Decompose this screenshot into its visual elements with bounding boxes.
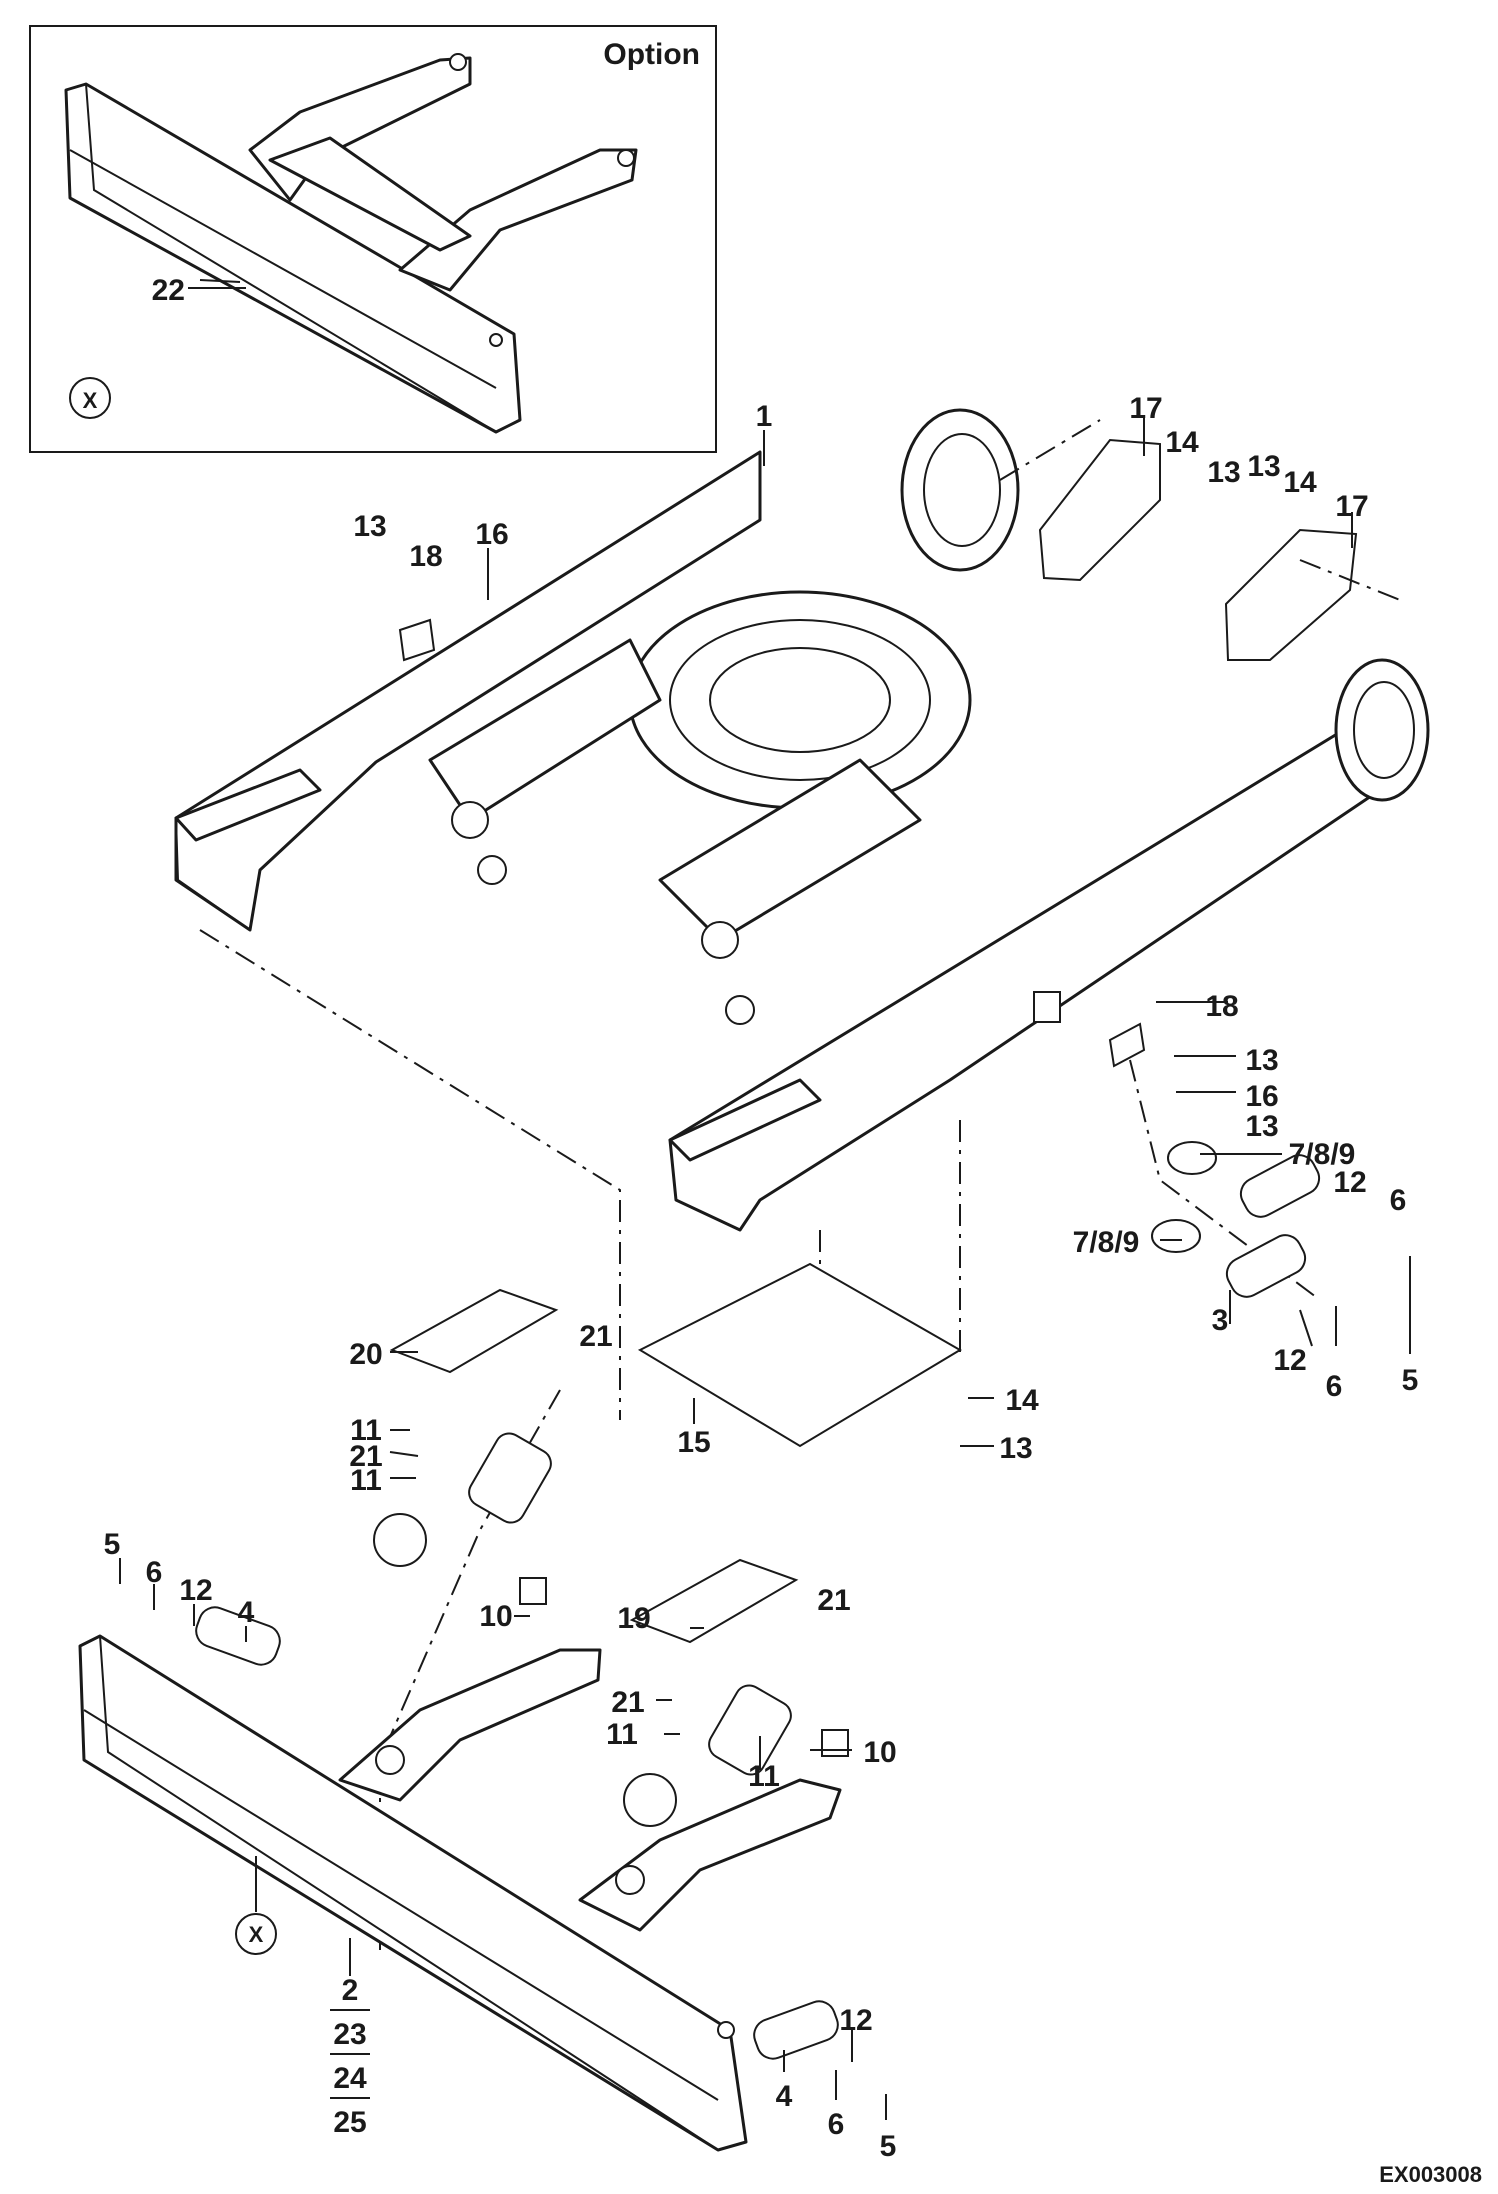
figure-code: EX003008 [1379,2162,1482,2187]
callout-789: 7/8/9 [1289,1138,1356,1171]
callout-18: 18 [1205,990,1238,1023]
option-title: Option [603,38,700,71]
callout-10: 10 [479,1600,512,1633]
callout-21: 21 [817,1584,850,1617]
callout-22: 22 [152,274,185,307]
callout-3: 3 [1212,1304,1229,1337]
undercarriage-frame [174,408,1430,1232]
callout-11: 11 [748,1760,780,1793]
callout-6: 6 [146,1556,163,1589]
callout-6: 6 [1390,1184,1407,1217]
callout-13: 13 [1245,1044,1278,1077]
callout-18: 18 [409,540,442,573]
callout-21: 21 [579,1320,612,1353]
callout-4: 4 [238,1596,255,1629]
callout-19: 19 [617,1602,650,1635]
callout-11: 11 [350,1464,382,1497]
callout-21: 21 [611,1686,644,1719]
callout-11: 11 [606,1718,638,1751]
callout-6: 6 [1326,1370,1343,1403]
callout-12: 12 [839,2004,872,2037]
blade-x-marker: X [249,1922,264,1947]
callout-14: 14 [1005,1384,1039,1417]
callouts: 1 17 14 13 13 14 17 13 18 16 18 13 16 13… [104,392,1419,2163]
callout-25: 25 [333,2106,366,2139]
option-inset: Option 22 X [29,25,717,453]
callout-20: 20 [349,1338,382,1371]
callout-14: 14 [1283,466,1317,499]
callout-10: 10 [863,1736,896,1769]
pins-and-bushings [195,1141,1321,2060]
callout-16: 16 [475,518,508,551]
callout-789: 7/8/9 [1073,1226,1140,1259]
callout-17: 17 [1129,392,1162,425]
side-covers [398,438,1358,1448]
callout-12: 12 [179,1574,212,1607]
callout-12: 12 [1273,1344,1306,1377]
callout-13: 13 [1247,450,1280,483]
callout-21: 21 [349,1440,382,1473]
callout-5: 5 [104,1528,121,1561]
callout-2: 2 [342,1974,359,2007]
callout-24: 24 [333,2062,367,2095]
callout-13: 13 [999,1432,1032,1465]
callout-1: 1 [756,400,773,433]
callout-13: 13 [1245,1110,1278,1143]
callout-17: 17 [1335,490,1368,523]
inset-x-marker: X [83,388,98,413]
callout-5: 5 [1402,1364,1419,1397]
callout-13: 13 [353,510,386,543]
callout-16: 16 [1245,1080,1278,1113]
callout-13: 13 [1207,456,1240,489]
lower-clamps [373,1288,849,1827]
callout-23: 23 [333,2018,366,2051]
leader-lines [119,418,1411,2120]
callout-15: 15 [677,1426,710,1459]
callout-6: 6 [828,2108,845,2141]
lower-dozer-blade: X [78,1634,842,2152]
callout-12: 12 [1333,1166,1366,1199]
callout-11: 11 [350,1414,382,1447]
callout-14: 14 [1165,426,1199,459]
callout-4: 4 [776,2080,793,2113]
callout-5: 5 [880,2130,897,2163]
